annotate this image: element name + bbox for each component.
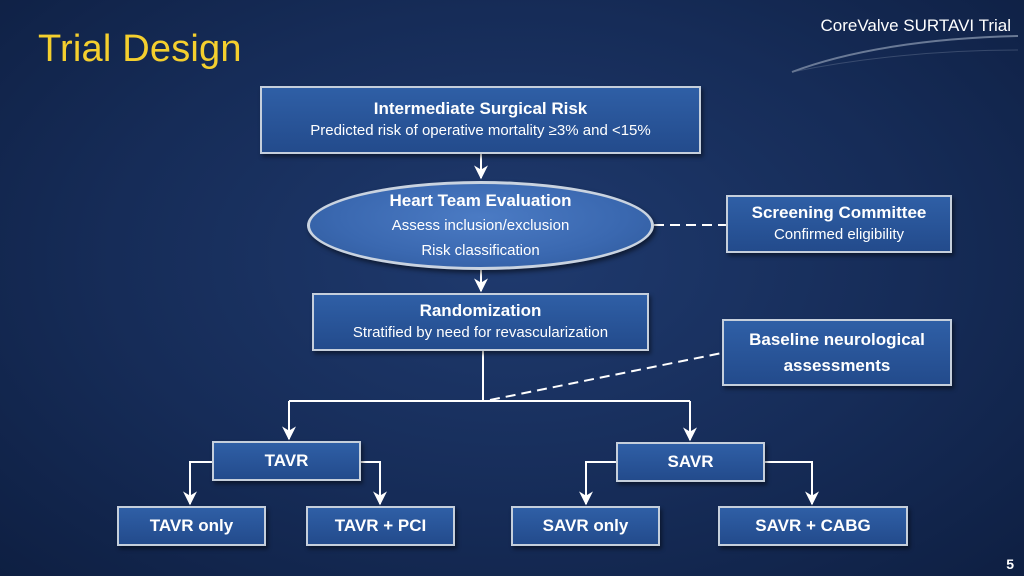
tavr-title: TAVR (264, 451, 309, 470)
baseline-neuro-line2: assessments (783, 355, 891, 375)
randomization-box: Randomization Stratified by need for rev… (312, 293, 649, 351)
tavr-pci-box: TAVR + PCI (306, 506, 455, 546)
screening-committee-subtitle: Confirmed eligibility (773, 226, 905, 243)
randomization-subtitle: Stratified by need for revascularization (352, 324, 609, 341)
baseline-neuro-line1: Baseline neurological (749, 329, 925, 349)
savr-cabg-title: SAVR + CABG (755, 516, 871, 535)
slide-title: Trial Design (38, 28, 242, 70)
heart-team-oval: Heart Team Evaluation Assess inclusion/e… (307, 181, 654, 270)
tavr-pci-title: TAVR + PCI (334, 516, 427, 535)
intermediate-risk-title: Intermediate Surgical Risk (373, 99, 588, 118)
heart-team-title: Heart Team Evaluation (389, 190, 572, 210)
intermediate-risk-subtitle: Predicted risk of operative mortality ≥3… (310, 122, 651, 139)
intermediate-risk-box: Intermediate Surgical Risk Predicted ris… (260, 86, 701, 154)
savr-only-title: SAVR only (542, 516, 629, 535)
heart-team-line2: Risk classification (421, 241, 540, 259)
heart-team-line1: Assess inclusion/exclusion (391, 216, 570, 234)
screening-committee-title: Screening Committee (751, 203, 927, 222)
savr-cabg-box: SAVR + CABG (718, 506, 908, 546)
savr-title: SAVR (667, 452, 714, 471)
screening-committee-box: Screening Committee Confirmed eligibilit… (726, 195, 952, 253)
page-number: 5 (1006, 556, 1014, 572)
randomization-title: Randomization (419, 301, 542, 320)
tavr-box: TAVR (212, 441, 361, 481)
savr-box: SAVR (616, 442, 765, 482)
tavr-only-box: TAVR only (117, 506, 266, 546)
savr-only-box: SAVR only (511, 506, 660, 546)
brand-swoosh-icon (791, 35, 1019, 73)
tavr-only-title: TAVR only (149, 516, 234, 535)
brand-label: CoreValve SURTAVI Trial (820, 16, 1011, 35)
baseline-neuro-box: Baseline neurological assessments (722, 319, 952, 386)
